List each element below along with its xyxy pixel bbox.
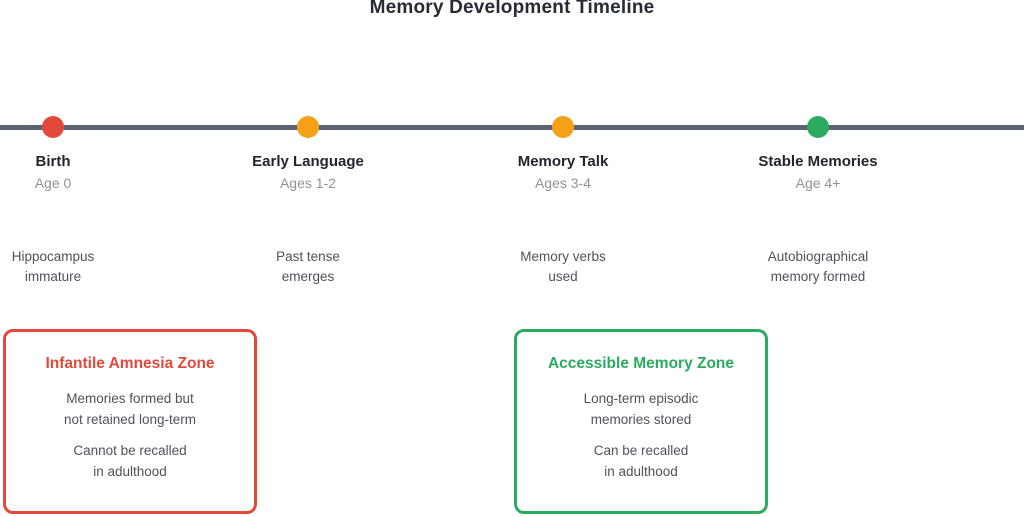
milestone-label: Stable Memories [758, 153, 878, 170]
milestone-description: Hippocampus immature [11, 249, 95, 284]
zone-text: Can be recalled in adulthood [593, 443, 689, 479]
milestone-description: Past tense emerges [276, 249, 340, 284]
zone-title: Infantile Amnesia Zone [45, 355, 215, 372]
zone-text: Memories formed but not retained long-te… [63, 391, 197, 427]
milestone-description: Autobiographical memory formed [767, 249, 869, 284]
milestone-description: Memory verbs used [520, 249, 606, 284]
page-title: Memory Development Timeline [369, 0, 655, 18]
milestone-label: Memory Talk [517, 153, 609, 170]
zone-title: Accessible Memory Zone [547, 355, 735, 372]
timeline-dot-birth [42, 116, 64, 138]
zone-text: Long-term episodic memories stored [583, 391, 699, 427]
zone-text: Cannot be recalled in adulthood [73, 443, 187, 479]
timeline-dot-early-language [297, 116, 319, 138]
timeline-dot-memory-talk [552, 116, 574, 138]
timeline-dot-stable-memories [807, 116, 829, 138]
milestone-age: Ages 3-4 [534, 175, 592, 191]
timeline-axis [0, 125, 1024, 130]
accessible-memory-zone-box: Accessible Memory Zone Long-term episodi… [514, 329, 768, 514]
milestone-age: Age 0 [34, 175, 72, 191]
milestone-label: Early Language [252, 153, 364, 170]
milestone-label: Birth [35, 153, 71, 170]
milestone-age: Age 4+ [795, 175, 841, 191]
milestone-age: Ages 1-2 [279, 175, 337, 191]
infantile-amnesia-zone-box: Infantile Amnesia Zone Memories formed b… [3, 329, 257, 514]
